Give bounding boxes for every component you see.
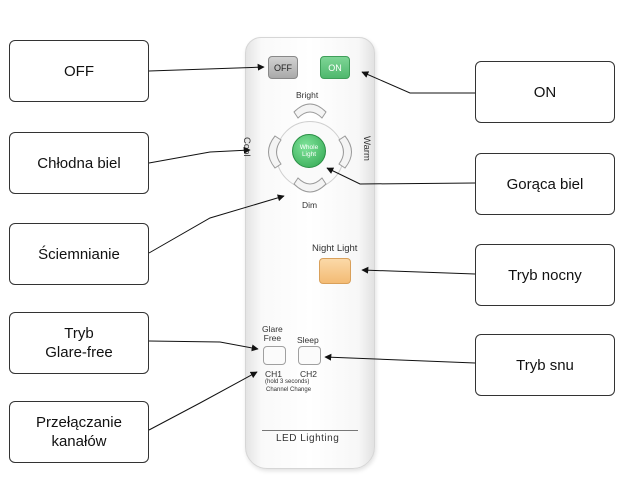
callout-on-label: ON (533, 83, 557, 101)
on-button[interactable]: ON (320, 56, 350, 79)
dim-button[interactable] (293, 177, 327, 193)
callout-warm-white-label: Gorąca biel (506, 175, 584, 193)
callout-dimming-label: Ściemnianie (38, 245, 120, 263)
hold-hint-label: (hold 3 seconds) (265, 379, 310, 385)
callout-sleep-mode-label: Tryb snu (516, 356, 574, 374)
callout-on: ON (475, 61, 615, 123)
whole-light-button[interactable]: Whole Light (292, 134, 326, 168)
ch2-sleep-button[interactable] (298, 346, 321, 365)
warm-button[interactable] (338, 135, 352, 169)
callout-glare-free-label: Tryb Glare-free (45, 325, 113, 361)
off-button[interactable]: OFF (268, 56, 298, 79)
callout-sleep-mode: Tryb snu (475, 334, 615, 396)
callout-glare-free: Tryb Glare-free (9, 312, 149, 374)
brand-divider (262, 430, 358, 431)
ch2-label: CH2 (300, 369, 318, 379)
sleep-label: Sleep (297, 335, 319, 345)
cool-button[interactable] (268, 135, 282, 169)
glare-free-label: Glare Free (262, 324, 283, 343)
callout-night-mode-label: Tryb nocny (508, 266, 582, 284)
night-light-label: Night Light (312, 243, 358, 254)
callout-off: OFF (9, 40, 149, 102)
callout-night-mode: Tryb nocny (475, 244, 615, 306)
callout-channel-switch: Przełączanie kanałów (9, 401, 149, 463)
bright-label: Bright (296, 90, 319, 100)
channel-change-label: Channel Change (266, 387, 312, 393)
ch1-glare-free-button[interactable] (263, 346, 286, 365)
ch1-label: CH1 (265, 369, 283, 379)
callout-cool-white-label: Chłodna biel (37, 154, 121, 172)
brand-label: LED Lighting (276, 433, 340, 444)
night-light-button[interactable] (319, 258, 351, 284)
callout-warm-white: Gorąca biel (475, 153, 615, 215)
bright-button[interactable] (293, 103, 327, 119)
callout-dimming: Ściemnianie (9, 223, 149, 285)
callout-cool-white: Chłodna biel (9, 132, 149, 194)
callout-channel-switch-label: Przełączanie kanałów (36, 414, 122, 450)
dim-label: Dim (302, 200, 318, 210)
callout-off-label: OFF (64, 62, 94, 80)
